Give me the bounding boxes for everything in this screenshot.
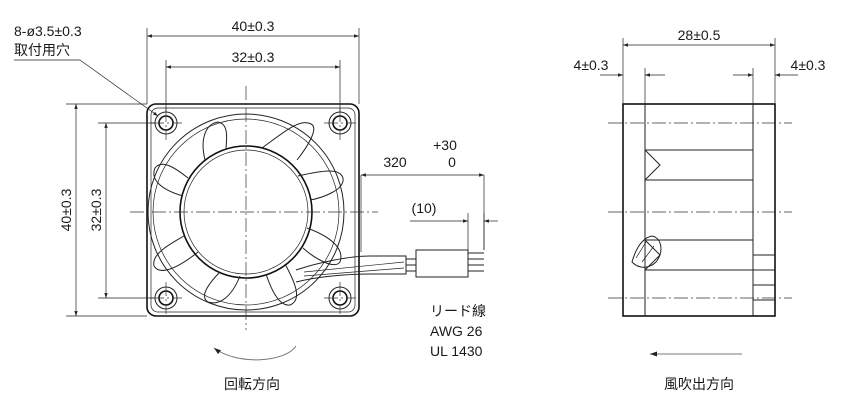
dim-lead-tol-plus: +30 [433, 137, 457, 153]
dim-flange-left: 4±0.3 [574, 57, 609, 73]
fan-blades [153, 121, 344, 306]
airflow-label: 風吹出方向 [664, 377, 734, 393]
fan-frame-inner [150, 107, 356, 313]
lead-wire-gauge: AWG 26 [430, 323, 483, 339]
dim-height-outer: 40±0.3 [58, 188, 74, 231]
mounting-holes [154, 111, 352, 310]
hole-callout-size: 8-ø3.5±0.3 [14, 23, 82, 39]
dim-flange-right: 4±0.3 [791, 57, 826, 73]
dim-width-pitch: 32±0.3 [232, 49, 275, 65]
lead-wire-standard: UL 1430 [430, 343, 483, 359]
dim-depth: 28±0.5 [678, 27, 721, 43]
side-lead-exit [631, 235, 662, 268]
fan-frame-outer [146, 103, 360, 317]
hole-callout-note: 取付用穴 [14, 43, 70, 59]
rotation-label: 回転方向 [224, 377, 280, 393]
front-view: 40±0.3 32±0.3 40±0.3 32±0.3 8-ø3.5±0.3 取… [14, 18, 498, 393]
side-view: 28±0.5 4±0.3 4±0.3 風吹出方向 [574, 27, 826, 393]
side-frame [622, 103, 776, 317]
dim-strip-length: (10) [412, 200, 437, 216]
lead-wire-title: リード線 [430, 304, 486, 320]
dim-height-pitch: 32±0.3 [88, 188, 104, 231]
dim-lead-tol-minus: 0 [448, 154, 456, 170]
dim-lead-length: 320 [383, 154, 407, 170]
lead-wire-ends [406, 249, 484, 278]
dim-width-outer: 40±0.3 [232, 18, 275, 34]
rotation-arrow-icon [213, 345, 297, 361]
side-struts [644, 149, 775, 301]
